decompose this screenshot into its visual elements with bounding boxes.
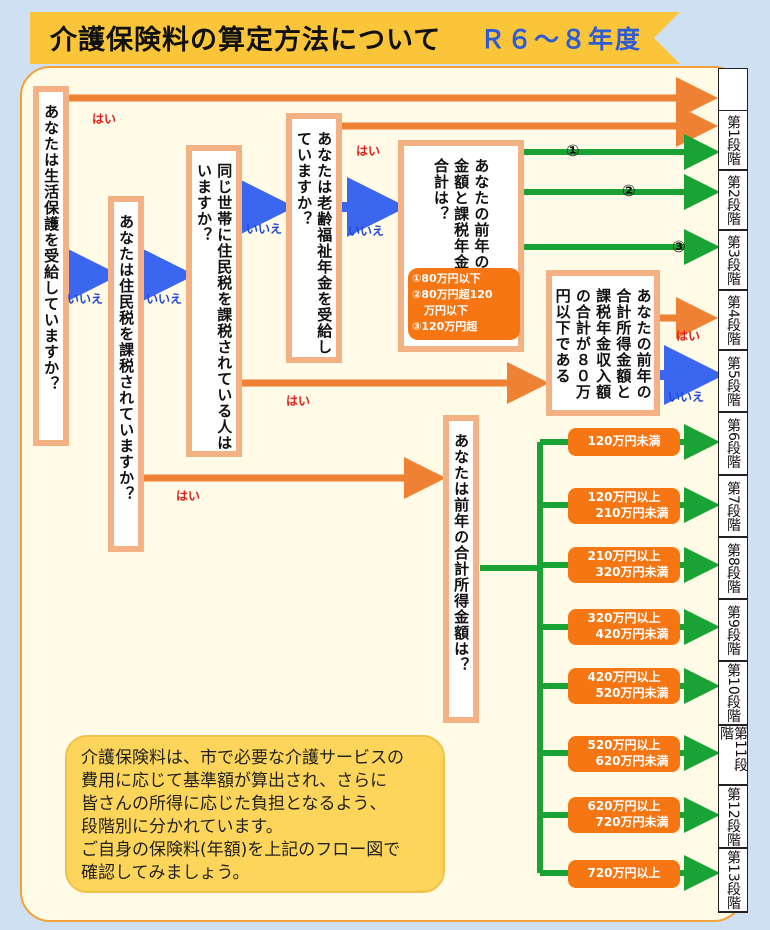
stage-label: 第9段階 <box>725 604 741 656</box>
stage-cell-12: 第12段階 <box>718 785 748 848</box>
marker-1: ① <box>566 141 580 160</box>
marker-2: ② <box>622 181 636 200</box>
question-80man: あなたの前年の合計所得金額と課税年金収入額の合計が８０万円以下である <box>546 270 660 416</box>
stage-label: 第12段階 <box>725 786 741 847</box>
stage-cell-13: 第13段階 <box>718 848 748 912</box>
question-prior-income-text: あなたは前年の合計所得金額は？ <box>452 433 471 673</box>
stage-label: 第10段階 <box>725 663 741 723</box>
question-prior-income: あなたは前年の合計所得金額は？ <box>443 415 479 723</box>
income-range-pill-1: 120万円未満 <box>568 428 680 456</box>
question-pension-text: あなたは老齢福祉年金を受給していますか？ <box>295 131 334 355</box>
question-80man-text: あなたの前年の合計所得金額と課税年金収入額の合計が８０万円以下である <box>553 288 653 400</box>
label-no-3: いいえ <box>246 222 283 236</box>
stage-cell-5: 第5段階 <box>718 350 748 412</box>
stage-label: 第5段階 <box>725 355 741 407</box>
stage-label: 第11段階 <box>718 726 748 772</box>
stage-cell-10: 第10段階 <box>718 661 748 725</box>
stage-label: 第7段階 <box>725 480 741 532</box>
title-banner <box>30 12 680 64</box>
label-yes-2: はい <box>356 144 381 158</box>
legend-2b: 万円以下 <box>424 303 468 317</box>
label-no-1: いいえ <box>67 292 104 306</box>
explanation-note: 介護保険料は、市で必要な介護サービスの 費用に応じて基準額が算出され、さらに 皆… <box>65 735 445 893</box>
label-yes-1: はい <box>92 112 117 126</box>
stage-cell-3: 第3段階 <box>718 230 748 290</box>
question-pension: あなたは老齢福祉年金を受給していますか？ <box>286 113 342 363</box>
no-arrows <box>60 177 724 405</box>
legend-1: ①80万円以下 <box>412 272 481 285</box>
question-resident-tax: あなたは住民税を課税されていますか？ <box>108 196 144 552</box>
stage-cell-7: 第7段階 <box>718 475 748 537</box>
legend-2: ②80万円超120 <box>412 287 493 301</box>
stage-cell-9: 第9段階 <box>718 599 748 661</box>
question-welfare-text: あなたは生活保護を受給していますか？ <box>42 104 61 392</box>
question-welfare: あなたは生活保護を受給していますか？ <box>33 86 69 446</box>
stage-cell-4: 第4段階 <box>718 290 748 350</box>
stage-cell-2: 第2段階 <box>718 170 748 230</box>
legend-3: ③120万円超 <box>412 319 478 333</box>
stage-cell-6: 第6段階 <box>718 412 748 475</box>
label-no-4: いいえ <box>348 224 385 238</box>
stage-cell-8: 第8段階 <box>718 537 748 599</box>
stage-label: 第1段階 <box>725 114 741 166</box>
stage-cell-11: 第11段階 <box>718 725 748 785</box>
stage-label: 第4段階 <box>725 294 741 346</box>
stage-label: 第13段階 <box>725 850 741 910</box>
label-no-2: いいえ <box>146 292 183 306</box>
income-range-pill-8: 720万円以上 <box>568 860 680 888</box>
stage-label: 第3段階 <box>725 234 741 286</box>
income-ranges-legend: ①80万円以下 ②80万円超120 万円以下 ③120万円超 <box>408 268 520 340</box>
yes-arrows <box>65 77 718 499</box>
stage-label: 第2段階 <box>725 174 741 226</box>
question-household-text: 同じ世帯に住民税を課税されている人はいますか？ <box>195 163 234 451</box>
marker-3: ③ <box>672 237 686 256</box>
stage-cell-1: 第1段階 <box>718 110 748 170</box>
label-yes-3: はい <box>286 394 311 408</box>
stage-label: 第8段階 <box>725 542 741 594</box>
label-yes-5: はい <box>676 329 701 343</box>
stage-label: 第6段階 <box>725 418 741 469</box>
question-household: 同じ世帯に住民税を課税されている人はいますか？ <box>186 145 242 457</box>
question-resident-tax-text: あなたは住民税を課税されていますか？ <box>117 214 136 502</box>
fiscal-year-label: Ｒ６～８年度 <box>480 25 643 54</box>
label-no-5: いいえ <box>668 390 705 404</box>
label-yes-4: はい <box>176 489 201 503</box>
page-title: 介護保険料の算定方法について <box>50 25 442 56</box>
